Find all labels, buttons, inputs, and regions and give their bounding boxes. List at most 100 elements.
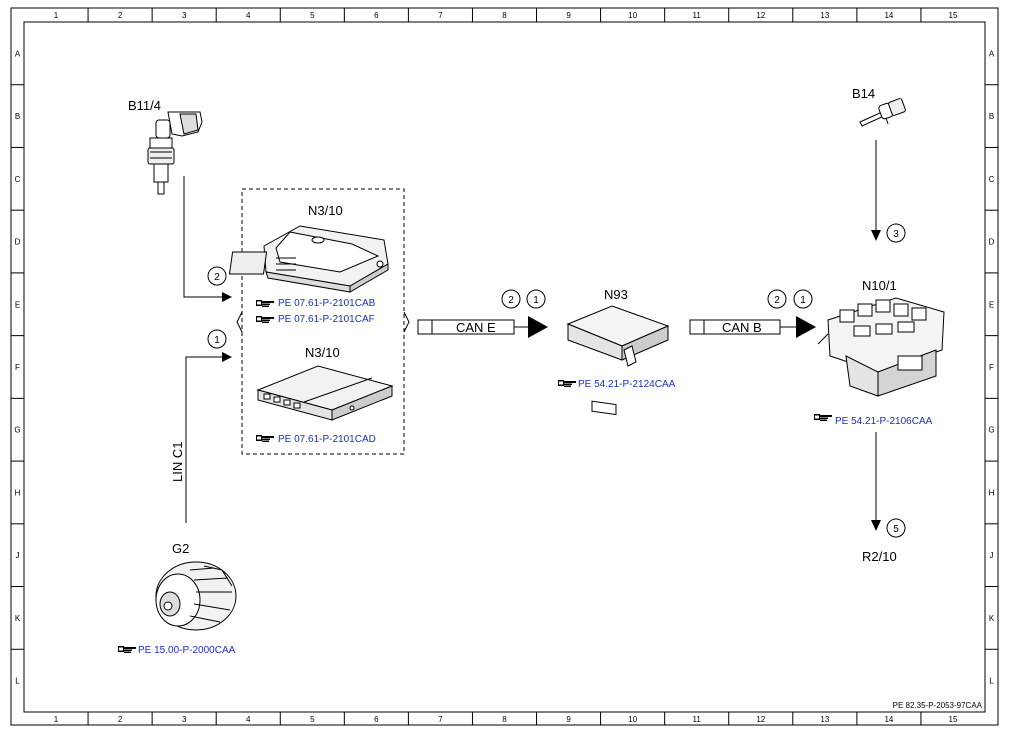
grid-row-label: K — [15, 614, 21, 623]
grid-row-label: H — [15, 488, 21, 497]
grid-col-label: 14 — [884, 715, 893, 724]
marker-circle — [793, 289, 813, 309]
grid-col-label: 4 — [246, 715, 251, 724]
grid-col-label: 1 — [54, 11, 59, 20]
n10-1-label: N10/1 — [862, 278, 897, 293]
hand-pointer-icon — [814, 414, 832, 421]
g2-label: G2 — [172, 541, 189, 556]
grid-col-label: 8 — [502, 715, 507, 724]
grid-col-label: 8 — [502, 11, 507, 20]
b11-4-arrowhead — [222, 292, 232, 302]
marker-circle — [207, 266, 227, 286]
grid-col-label: 9 — [566, 715, 571, 724]
can-e-label: CAN E — [456, 320, 496, 335]
grid-col-label: 13 — [820, 11, 829, 20]
grid-col-label: 4 — [246, 11, 251, 20]
grid-col-label: 9 — [566, 11, 571, 20]
n3-10-upper-ref-2[interactable]: PE 07.61-P-2101CAF — [278, 314, 375, 325]
b14-arrowhead — [871, 230, 881, 241]
marker-circle — [526, 289, 546, 309]
can-b-label: CAN B — [722, 320, 762, 335]
b11-4-label: B11/4 — [128, 98, 161, 113]
n3-10-lower-label: N3/10 — [305, 345, 340, 360]
n3-10-upper-ecu-icon — [228, 225, 389, 293]
marker-number: 1 — [533, 295, 539, 306]
marker-circle — [886, 223, 906, 243]
n10-1-sam-module-icon — [817, 297, 945, 397]
n10-1-ref-1[interactable]: PE 54.21-P-2106CAA — [835, 416, 933, 427]
b14-sensor-icon — [859, 98, 906, 127]
marker-number: 2 — [774, 295, 780, 306]
grid-row-label: G — [988, 426, 994, 435]
grid-col-label: 11 — [693, 715, 702, 724]
lin-c1-line — [185, 356, 222, 523]
grid-row-label: L — [15, 677, 20, 686]
grid-row-label: A — [989, 49, 995, 58]
marker-number: 5 — [893, 524, 899, 535]
n93-label: N93 — [604, 287, 628, 302]
grid-col-label: 7 — [438, 11, 443, 20]
grid-col-label: 10 — [628, 11, 637, 20]
grid-col-label: 10 — [628, 715, 637, 724]
grid-col-label: 11 — [693, 11, 702, 20]
b11-4-signal-line — [183, 176, 222, 298]
marker-number: 2 — [214, 272, 220, 283]
n93-ref-1[interactable]: PE 54.21-P-2124CAA — [578, 379, 676, 390]
grid-row-label: F — [15, 363, 20, 372]
grid-row-label: D — [989, 238, 995, 247]
grid-col-label: 3 — [182, 715, 187, 724]
grid-col-label: 7 — [438, 715, 443, 724]
grid-row-label: B — [989, 112, 994, 121]
can-e-connector-left — [417, 319, 433, 335]
n3-10-variant-group — [241, 188, 405, 455]
group-brace-left — [236, 311, 243, 333]
document-id: PE 82.35-P-2053-97CAA — [893, 701, 983, 710]
hand-pointer-icon — [256, 316, 274, 323]
grid-row-label: D — [15, 238, 21, 247]
grid-row-label: G — [14, 426, 20, 435]
grid-row-label: C — [15, 175, 21, 184]
n3-10-lower-ecu-icon — [256, 365, 394, 421]
marker-circle — [501, 289, 521, 309]
n3-10-upper-label: N3/10 — [308, 203, 343, 218]
group-brace-right — [403, 311, 410, 333]
grid-col-label: 6 — [374, 715, 379, 724]
grid-col-label: 3 — [182, 11, 187, 20]
grid-col-label: 2 — [118, 11, 123, 20]
b11-4-sensor-icon — [147, 111, 203, 195]
grid-row-label: F — [989, 363, 994, 372]
grid-row-label: J — [16, 551, 20, 560]
grid-col-label: 13 — [820, 715, 829, 724]
grid-col-label: 12 — [756, 11, 765, 20]
grid-row-label: C — [989, 175, 995, 184]
grid-row-label: H — [989, 488, 995, 497]
grid-col-label: 2 — [118, 715, 123, 724]
marker-number: 3 — [893, 229, 899, 240]
n3-10-upper-ref-1[interactable]: PE 07.61-P-2101CAB — [278, 298, 376, 309]
marker-number: 1 — [800, 295, 806, 306]
lin-arrowhead — [222, 352, 232, 362]
grid-col-label: 15 — [949, 11, 958, 20]
marker-number: 2 — [508, 295, 514, 306]
hand-pointer-icon — [118, 646, 136, 653]
marker-number: 1 — [214, 335, 220, 346]
b14-label: B14 — [852, 86, 875, 101]
grid-col-label: 12 — [756, 715, 765, 724]
grid-row-label: A — [15, 49, 21, 58]
marker-circle — [886, 518, 906, 538]
grid-col-label: 14 — [884, 11, 893, 20]
can-e-arrowhead — [528, 316, 548, 338]
marker-circle — [207, 329, 227, 349]
r2-10-label: R2/10 — [862, 549, 897, 564]
n3-10-lower-ref-1[interactable]: PE 07.61-P-2101CAD — [278, 434, 376, 445]
grid-ruler: 1122334455667788991010111112121313141415… — [11, 8, 998, 725]
outer-frame — [10, 7, 999, 726]
hand-pointer-icon — [558, 380, 576, 387]
grid-col-label: 15 — [949, 715, 958, 724]
grid-row-label: L — [989, 677, 994, 686]
g2-ref-1[interactable]: PE 15.00-P-2000CAA — [138, 645, 236, 656]
grid-row-label: E — [989, 300, 994, 309]
hand-pointer-icon — [256, 435, 274, 442]
grid-row-label: B — [15, 112, 20, 121]
